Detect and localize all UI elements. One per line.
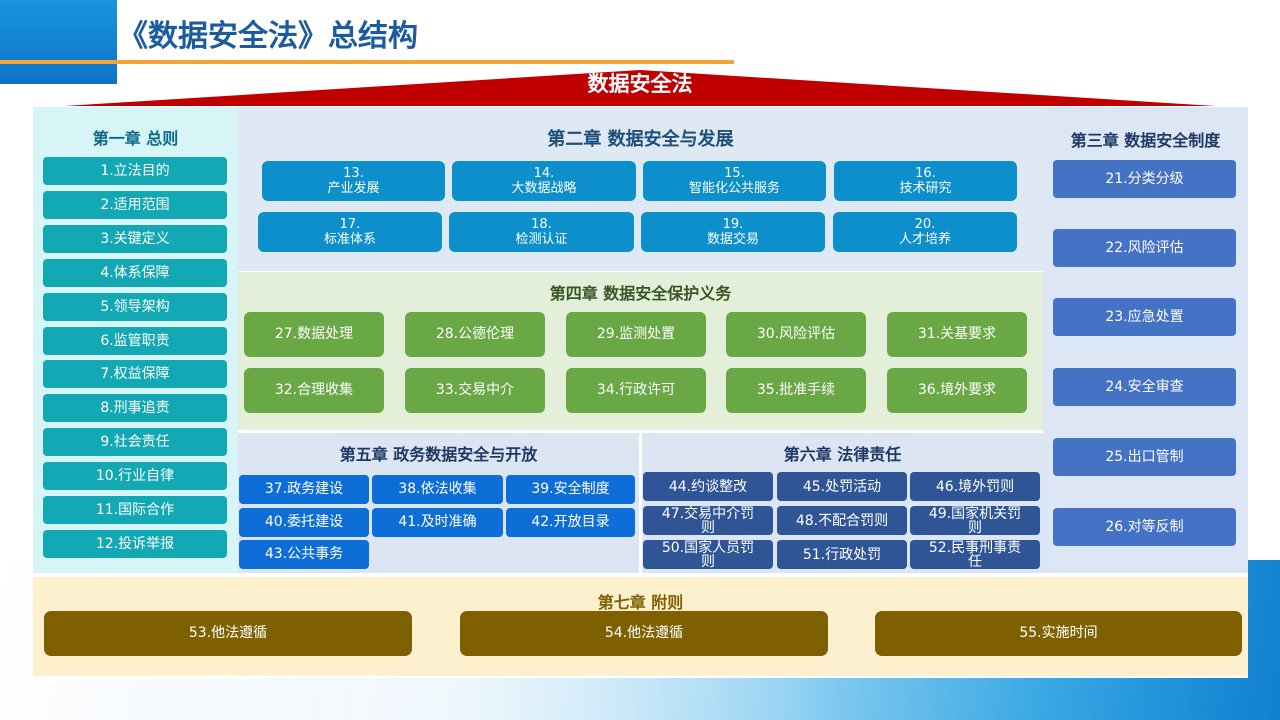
chapter2-item: 20. 人才培养 xyxy=(833,212,1017,252)
chapter2-item: 14. 大数据战略 xyxy=(452,161,636,201)
chapter4-item: 28.公德伦理 xyxy=(405,312,545,357)
chapter1-item: 6.监管职责 xyxy=(43,327,227,355)
chapter3-item: 21.分类分级 xyxy=(1053,160,1236,198)
chapter4-item: 35.批准手续 xyxy=(726,368,866,413)
chapter2-item: 17. 标准体系 xyxy=(258,212,442,252)
chapter5-item: 38.依法收集 xyxy=(372,475,503,504)
chapter7-item: 53.他法遵循 xyxy=(44,611,412,656)
roof-shape xyxy=(32,70,1248,108)
chapter1-item: 4.体系保障 xyxy=(43,259,227,287)
corner-decoration xyxy=(0,0,117,84)
chapter7-item: 54.他法遵循 xyxy=(460,611,828,656)
chapter4-item: 32.合理收集 xyxy=(244,368,384,413)
chapter1-item: 5.领导架构 xyxy=(43,293,227,321)
chapter5-item: 42.开放目录 xyxy=(506,508,635,537)
chapter5-title: 第五章 政务数据安全与开放 xyxy=(339,445,538,464)
chapter6-item: 51.行政处罚 xyxy=(777,540,907,569)
chapter1-item: 12.投诉举报 xyxy=(43,530,227,558)
chapter1-title: 第一章 总则 xyxy=(92,129,179,148)
chapter2-item: 16. 技术研究 xyxy=(834,161,1017,201)
title-underline xyxy=(0,60,734,64)
chapter1-item: 8.刑事追责 xyxy=(43,394,227,422)
chapter2-item: 19. 数据交易 xyxy=(641,212,825,252)
roof-title: 数据安全法 xyxy=(587,72,693,96)
chapter2-item: 18. 检测认证 xyxy=(449,212,634,252)
chapter7-item: 55.实施时间 xyxy=(875,611,1242,656)
chapter3-title: 第三章 数据安全制度 xyxy=(1070,131,1221,150)
chapter4-item: 27.数据处理 xyxy=(244,312,384,357)
chapter5-item: 37.政务建设 xyxy=(239,475,369,504)
chapter1-item: 2.适用范围 xyxy=(43,191,227,219)
chapter1-item: 10.行业自律 xyxy=(43,462,227,490)
chapter4-item: 29.监测处置 xyxy=(566,312,706,357)
chapter6-item: 50.国家人员罚 则 xyxy=(643,540,773,569)
chapter4-item: 31.关基要求 xyxy=(887,312,1027,357)
chapter4-item: 33.交易中介 xyxy=(405,368,545,413)
chapter6-item: 52.民事刑事责 任 xyxy=(910,540,1040,569)
chapter7-title: 第七章 附则 xyxy=(597,593,684,612)
chapter4-item: 34.行政许可 xyxy=(566,368,706,413)
chapter5-item: 43.公共事务 xyxy=(239,540,369,569)
chapter3-item: 22.风险评估 xyxy=(1053,229,1236,267)
chapter4-title: 第四章 数据安全保护义务 xyxy=(549,284,732,303)
chapter1-item: 1.立法目的 xyxy=(43,157,227,185)
chapter1-item: 9.社会责任 xyxy=(43,428,227,456)
chapter3-item: 25.出口管制 xyxy=(1053,438,1236,476)
chapter6-title: 第六章 法律责任 xyxy=(783,445,902,464)
chapter6-item: 45.处罚活动 xyxy=(777,472,907,501)
chapter5-item: 41.及时准确 xyxy=(372,508,503,537)
chapter4-item: 30.风险评估 xyxy=(726,312,866,357)
chapter1-item: 7.权益保障 xyxy=(43,360,227,388)
chapter1-item: 3.关键定义 xyxy=(43,225,227,253)
chapter2-title: 第二章 数据安全与发展 xyxy=(547,129,734,150)
chapter3-item: 26.对等反制 xyxy=(1053,508,1236,546)
chapter3-item: 24.安全审查 xyxy=(1053,368,1236,406)
chapter5-item: 39.安全制度 xyxy=(506,475,635,504)
chapter5-item: 40.委托建设 xyxy=(239,508,369,537)
chapter2-item: 13. 产业发展 xyxy=(262,161,445,201)
chapter6-item: 49.国家机关罚 则 xyxy=(910,506,1040,535)
chapter6-item: 48.不配合罚则 xyxy=(777,506,907,535)
page-title: 《数据安全法》总结构 xyxy=(118,19,418,54)
chapter6-item: 46.境外罚则 xyxy=(910,472,1040,501)
chapter2-item: 15. 智能化公共服务 xyxy=(643,161,826,201)
chapter6-item: 44.约谈整改 xyxy=(643,472,773,501)
chapter6-item: 47.交易中介罚 则 xyxy=(643,506,773,535)
chapter4-item: 36.境外要求 xyxy=(887,368,1027,413)
chapter1-item: 11.国际合作 xyxy=(43,496,227,524)
chapter3-item: 23.应急处置 xyxy=(1053,298,1236,336)
